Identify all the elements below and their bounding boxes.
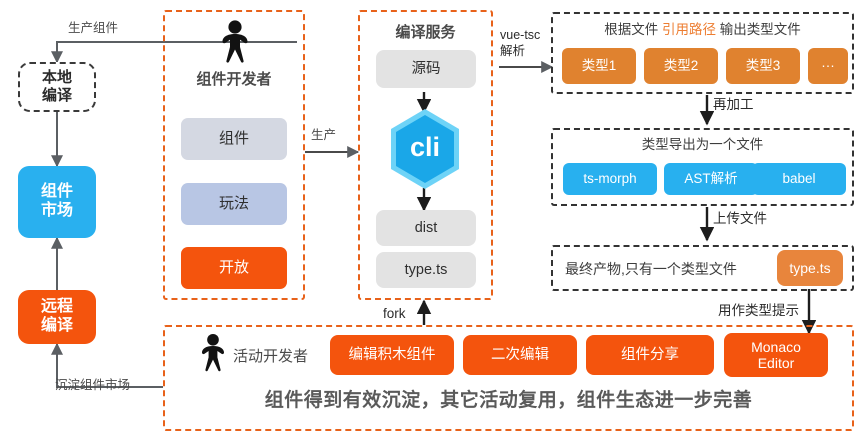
edge-label-type-hint: 用作类型提示 — [718, 303, 799, 318]
local-compile-node[interactable]: 本地 编译 — [18, 62, 96, 112]
type-ts-node[interactable]: type.ts — [376, 252, 476, 288]
activity-chip-monaco-editor[interactable]: Monaco Editor — [724, 333, 828, 377]
component-developer-title: 组件开发者 — [196, 71, 272, 88]
type-output-title-prefix: 根据文件 — [604, 22, 662, 37]
activity-developer-panel — [163, 325, 854, 431]
person-icon — [218, 20, 252, 64]
type-merge-chip-ast[interactable]: AST解析 — [664, 163, 758, 195]
type-merge-panel — [551, 128, 854, 206]
compile-service-panel — [358, 10, 493, 300]
edge-label-settle-market: 沉淀组件市场 — [55, 378, 131, 392]
activity-tagline: 组件得到有效沉淀，其它活动复用，组件生态进一步完善 — [264, 390, 753, 411]
type-merge-title: 类型导出为一个文件 — [641, 137, 764, 152]
cli-logo-text: cli — [410, 132, 440, 162]
edge-label-reprocess: 再加工 — [713, 97, 754, 112]
activity-chip-secondary-edit[interactable]: 二次编辑 — [463, 335, 577, 375]
developer-item-gameplay[interactable]: 玩法 — [181, 183, 287, 225]
developer-item-open[interactable]: 开放 — [181, 247, 287, 289]
type-chip-more[interactable]: ··· — [808, 48, 848, 84]
edge-label-produce: 生产 — [311, 128, 337, 142]
remote-compile-node[interactable]: 远程 编译 — [18, 290, 96, 344]
final-product-chip[interactable]: type.ts — [777, 250, 843, 286]
type-output-panel — [551, 12, 854, 94]
component-market-node[interactable]: 组件 市场 — [18, 166, 96, 238]
activity-developer-title: 活动开发者 — [233, 348, 309, 365]
type-chip-3[interactable]: 类型3 — [726, 48, 800, 84]
activity-chip-share[interactable]: 组件分享 — [586, 335, 714, 375]
type-merge-chip-ts-morph[interactable]: ts-morph — [563, 163, 657, 195]
edge-label-fork: fork — [383, 306, 406, 321]
type-chip-1[interactable]: 类型1 — [562, 48, 636, 84]
developer-item-component[interactable]: 组件 — [181, 118, 287, 160]
edge-label-vue-tsc: vue-tsc 解析 — [500, 28, 541, 58]
type-output-title: 根据文件 引用路径 输出类型文件 — [556, 22, 849, 39]
source-code-node[interactable]: 源码 — [376, 50, 476, 88]
final-product-text: 最终产物,只有一个类型文件 — [565, 261, 737, 277]
component-developer-panel — [163, 10, 305, 300]
edge-label-produce-component: 生产组件 — [68, 21, 119, 35]
final-product-panel — [551, 245, 854, 291]
person-icon — [198, 333, 228, 373]
type-output-title-suffix: 输出类型文件 — [716, 22, 801, 37]
activity-chip-edit-block[interactable]: 编辑积木组件 — [330, 335, 454, 375]
type-chip-2[interactable]: 类型2 — [644, 48, 718, 84]
cli-logo: cli — [389, 108, 461, 190]
type-output-title-accent: 引用路径 — [662, 22, 716, 37]
compile-service-title: 编译服务 — [395, 24, 456, 41]
type-merge-chip-babel[interactable]: babel — [752, 163, 846, 195]
edge-label-upload: 上传文件 — [713, 211, 767, 226]
dist-node[interactable]: dist — [376, 210, 476, 246]
